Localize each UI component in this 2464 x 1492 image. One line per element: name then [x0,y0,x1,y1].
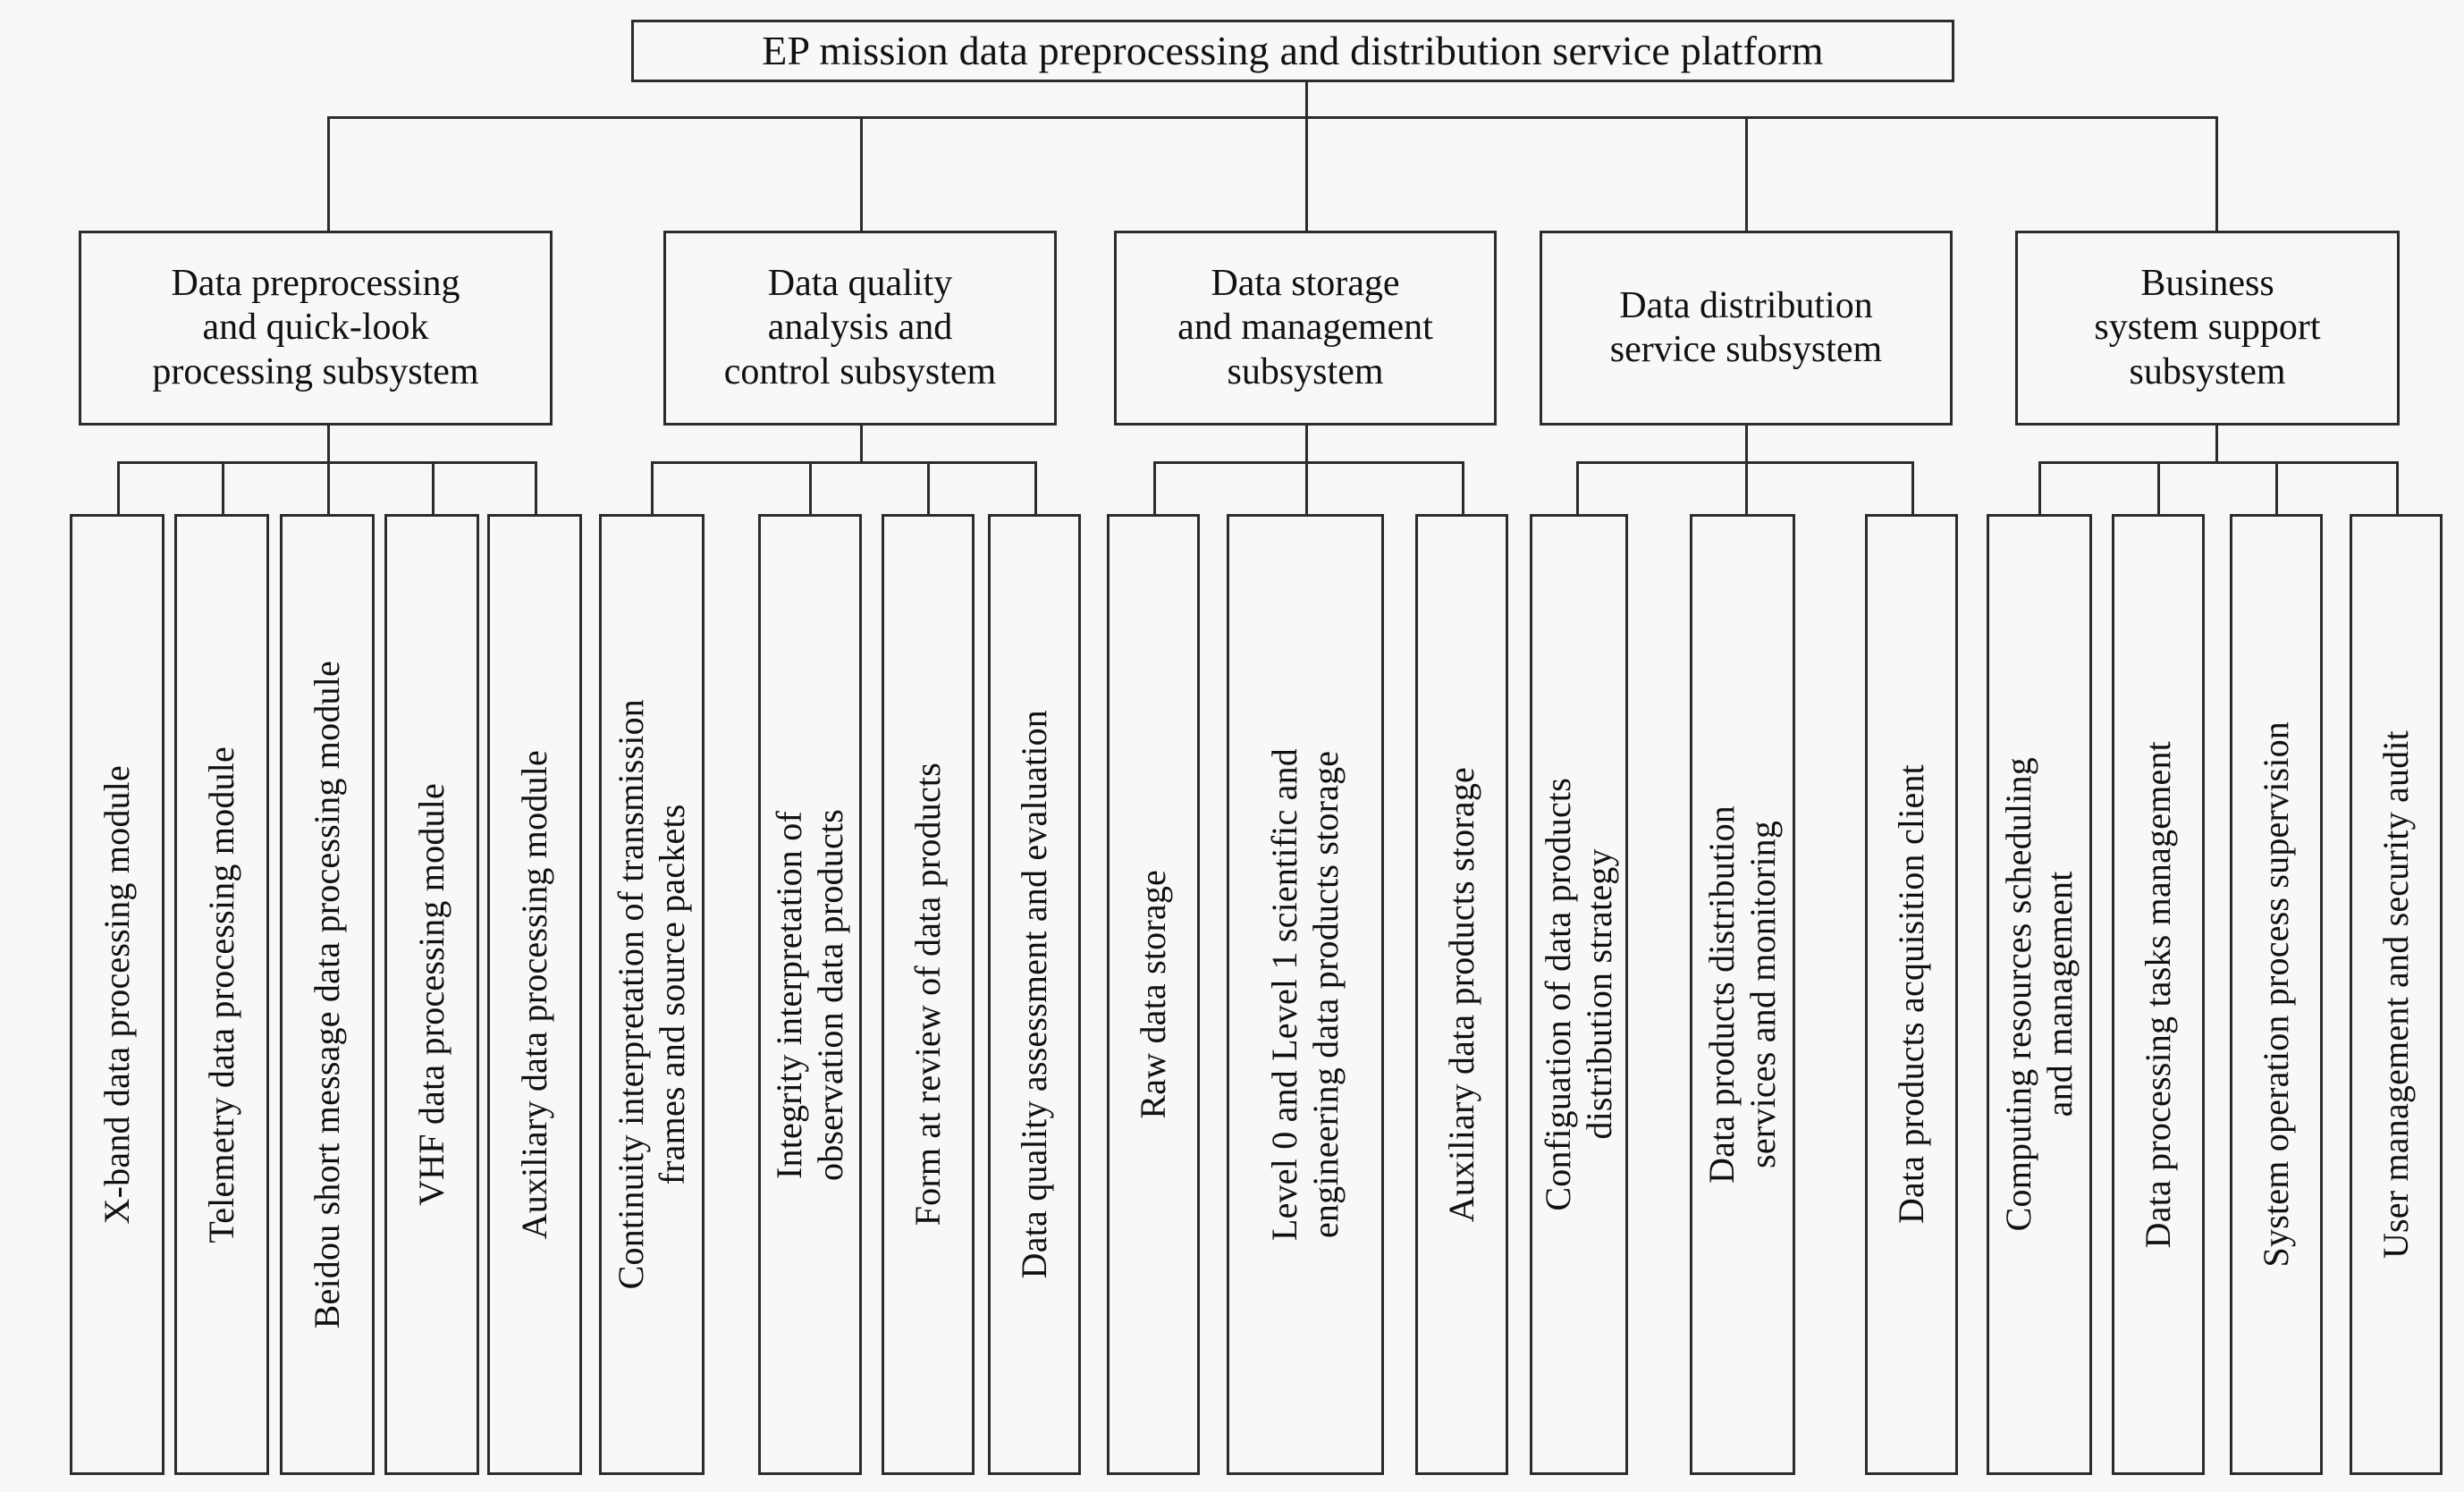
module-node-2-4: Data quality assessment and evaluation [988,514,1081,1475]
connector-drop-module-5-1 [2038,461,2041,514]
connector-drop-module-3-3 [1462,461,1464,514]
connector-drop-module-3-2 [1305,461,1308,514]
module-label-2-1: Continuity interpretation of transmissio… [611,699,692,1290]
connector-subsystem2-stub [860,426,863,463]
connector-drop-module-2-1 [651,461,654,514]
module-node-5-2: Data processing tasks management [2112,514,2205,1475]
module-label-4-2: Data products distribution services and … [1701,805,1783,1184]
connector-drop-module-2-2 [809,461,812,514]
connector-root-stub [1305,82,1308,118]
root-node-label: EP mission data preprocessing and distri… [762,28,1824,74]
module-label-3-2: Level 0 and Level 1 scientific and engin… [1264,747,1346,1242]
module-node-4-1: Configuation of data products distributi… [1530,514,1628,1475]
module-label-4-1: Configuation of data products distributi… [1538,778,1619,1211]
connector-subsystem5-stub [2215,426,2218,463]
module-node-5-3: System operation process supervision [2230,514,2323,1475]
subsystem-node-2: Data quality analysis and control subsys… [663,231,1057,426]
module-node-4-2: Data products distribution services and … [1690,514,1795,1475]
subsystem-label-3: Data storage and management subsystem [1177,263,1433,392]
connector-subsystem5-bus [2038,461,2399,464]
connector-drop-module-4-3 [1911,461,1914,514]
module-label-3-1: Raw data storage [1133,870,1173,1119]
connector-subsystem4-stub [1745,426,1748,463]
connector-drop-module-2-3 [927,461,930,514]
connector-drop-subsystem-2 [860,116,863,231]
module-label-5-1: Computing resources scheduling and manag… [1998,757,2080,1232]
connector-drop-subsystem-4 [1745,116,1748,231]
module-node-3-1: Raw data storage [1107,514,1200,1475]
module-node-2-3: Form at review of data products [882,514,975,1475]
connector-drop-module-4-2 [1745,461,1748,514]
connector-drop-subsystem-1 [327,116,330,231]
connector-subsystem2-bus [651,461,1037,464]
module-label-5-4: User management and security audit [2375,729,2416,1260]
module-label-5-2: Data processing tasks management [2138,740,2178,1249]
connector-drop-module-2-4 [1034,461,1037,514]
module-node-1-2: Telemetry data processing module [174,514,269,1475]
module-node-2-2: Integrity interpretation of observation … [758,514,862,1475]
root-node-platform: EP mission data preprocessing and distri… [631,20,1954,82]
module-node-1-3: Beidou short message data processing mod… [280,514,375,1475]
connector-drop-subsystem-5 [2215,116,2218,231]
connector-drop-module-1-3 [327,461,330,514]
connector-drop-subsystem-3 [1305,116,1308,231]
connector-drop-module-5-4 [2396,461,2399,514]
module-label-1-5: Auxiliary data processing module [514,749,554,1240]
module-label-4-3: Data products acquisition client [1891,764,1931,1225]
connector-drop-module-1-5 [535,461,537,514]
module-node-1-1: X-band data processing module [70,514,165,1475]
subsystem-node-4: Data distribution service subsystem [1540,231,1953,426]
connector-drop-module-5-3 [2275,461,2278,514]
connector-level1-bus [327,116,2215,119]
module-node-2-1: Continuity interpretation of transmissio… [599,514,705,1475]
module-label-2-2: Integrity interpretation of observation … [769,808,850,1181]
module-node-4-3: Data products acquisition client [1865,514,1958,1475]
connector-subsystem1-stub [327,426,330,463]
module-node-1-5: Auxiliary data processing module [487,514,582,1475]
module-label-5-3: System operation process supervision [2256,721,2296,1268]
module-node-5-4: User management and security audit [2350,514,2443,1475]
subsystem-label-1: Data preprocessing and quick-look proces… [152,263,479,392]
subsystem-label-4: Data distribution service subsystem [1609,284,1883,370]
module-label-2-3: Form at review of data products [907,763,948,1226]
module-label-2-4: Data quality assessment and evaluation [1014,710,1054,1279]
subsystem-node-5: Business system support subsystem [2015,231,2400,426]
module-node-5-1: Computing resources scheduling and manag… [1987,514,2092,1475]
module-node-3-2: Level 0 and Level 1 scientific and engin… [1227,514,1384,1475]
connector-drop-module-5-2 [2157,461,2160,514]
subsystem-label-2: Data quality analysis and control subsys… [723,263,997,392]
connector-drop-module-1-2 [222,461,224,514]
connector-drop-module-3-1 [1153,461,1156,514]
module-label-1-3: Beidou short message data processing mod… [307,660,347,1329]
connector-drop-module-4-1 [1576,461,1579,514]
subsystem-label-5: Business system support subsystem [2094,263,2321,392]
module-label-1-1: X-band data processing module [97,764,137,1225]
connector-subsystem3-bus [1153,461,1464,464]
module-node-1-4: VHF data processing module [384,514,479,1475]
module-label-1-4: VHF data processing module [411,783,451,1206]
module-node-3-3: Auxiliary data products storage [1415,514,1508,1475]
connector-drop-module-1-1 [117,461,120,514]
connector-subsystem3-stub [1305,426,1308,463]
module-label-3-3: Auxiliary data products storage [1441,766,1481,1223]
subsystem-node-3: Data storage and management subsystem [1114,231,1497,426]
module-label-1-2: Telemetry data processing module [201,746,241,1243]
subsystem-node-1: Data preprocessing and quick-look proces… [79,231,553,426]
connector-drop-module-1-4 [432,461,435,514]
